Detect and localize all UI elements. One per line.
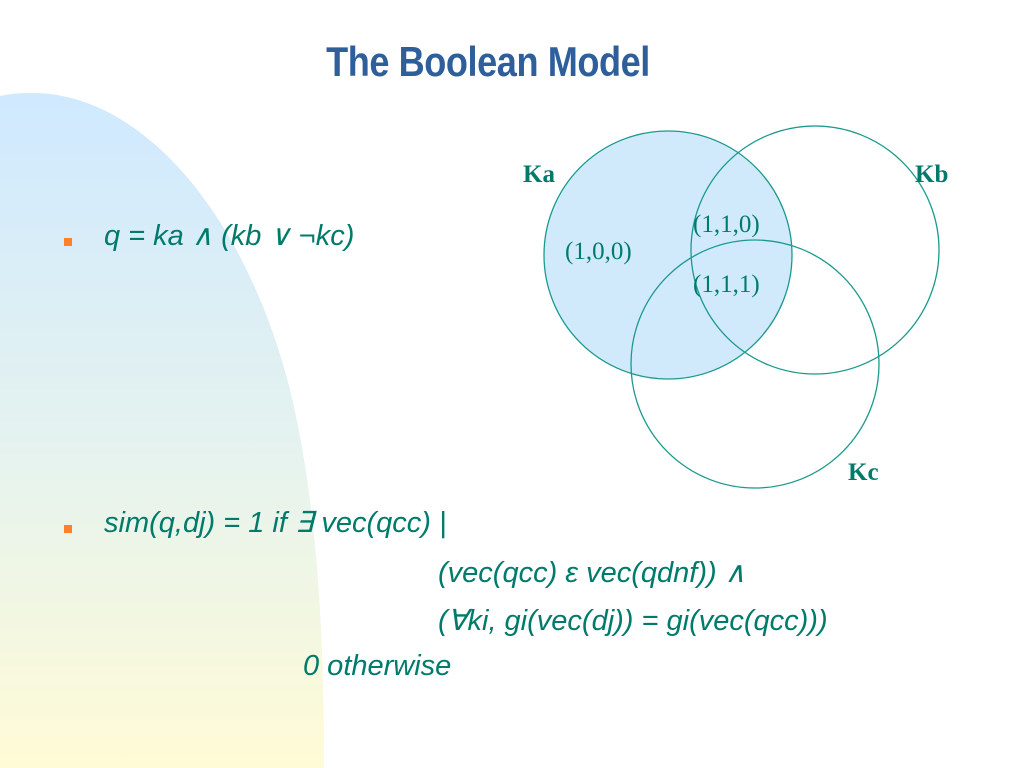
bullet-marker	[64, 525, 72, 533]
circle-kb	[690, 125, 940, 375]
slide-title: The Boolean Model	[326, 38, 650, 85]
sim-line-3: (∀ki, gi(vec(dj)) = gi(vec(qcc)))	[438, 605, 828, 637]
ka-highlight-region	[544, 131, 792, 379]
circle-ka	[543, 130, 793, 380]
circle-kc	[630, 239, 880, 489]
query-formula: q = ka ∧ (kb ∨ ¬kc)	[104, 220, 355, 252]
set-label-kc: Kc	[848, 459, 879, 486]
set-label-kb: Kb	[915, 161, 948, 188]
bullet-marker	[64, 238, 72, 246]
sim-line-2: (vec(qcc) ε vec(qdnf)) ∧	[438, 557, 746, 589]
sim-line-4: 0 otherwise	[303, 650, 452, 682]
region-label-100: (1,0,0)	[565, 238, 632, 265]
region-label-110: (1,1,0)	[693, 211, 760, 238]
sim-line-1: sim(q,dj) = 1 if ∃ vec(qcc) |	[104, 507, 447, 539]
region-label-111: (1,1,1)	[693, 271, 760, 298]
set-label-ka: Ka	[523, 161, 555, 188]
